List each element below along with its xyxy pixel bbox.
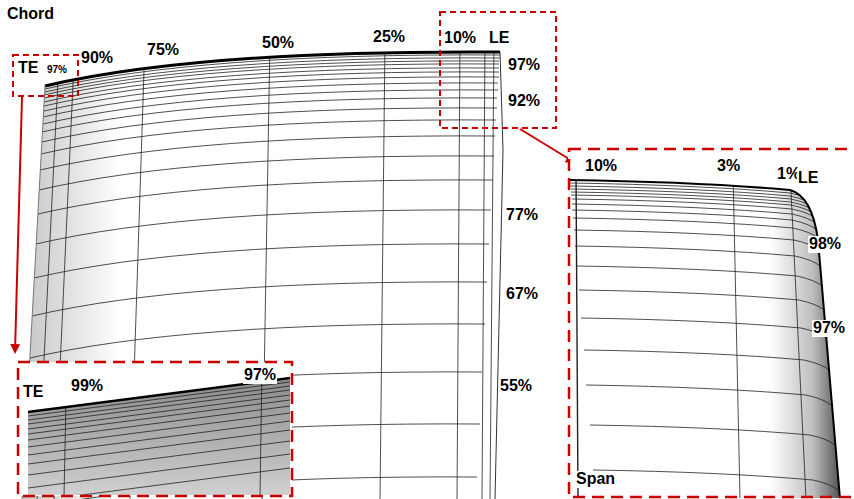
axis-label: Span xyxy=(575,471,616,488)
percent-label: 98% xyxy=(808,236,842,253)
edge-label: TE xyxy=(17,60,39,77)
percent-label: 97% xyxy=(243,367,277,384)
percent-label: 99% xyxy=(70,378,104,395)
percent-label: 90% xyxy=(80,50,114,67)
percent-label: 10% xyxy=(443,30,477,47)
percent-label: 97% xyxy=(507,57,541,74)
percent-label: 25% xyxy=(372,29,406,46)
percent-label: 75% xyxy=(146,42,180,59)
percent-label: 97% xyxy=(812,320,846,337)
percent-label: 10% xyxy=(584,158,618,175)
percent-label: 3% xyxy=(716,158,741,175)
percent-label: 92% xyxy=(507,93,541,110)
percent-label: 97% xyxy=(46,65,68,76)
percent-label: 55% xyxy=(499,378,533,395)
edge-label: LE xyxy=(488,30,510,47)
percent-label: 77% xyxy=(505,207,539,224)
heading-label: Chord xyxy=(6,6,55,23)
edge-label: LE xyxy=(797,170,819,187)
percent-label: 67% xyxy=(505,286,539,303)
edge-label: TE xyxy=(22,384,44,401)
percent-label: 50% xyxy=(261,35,295,52)
